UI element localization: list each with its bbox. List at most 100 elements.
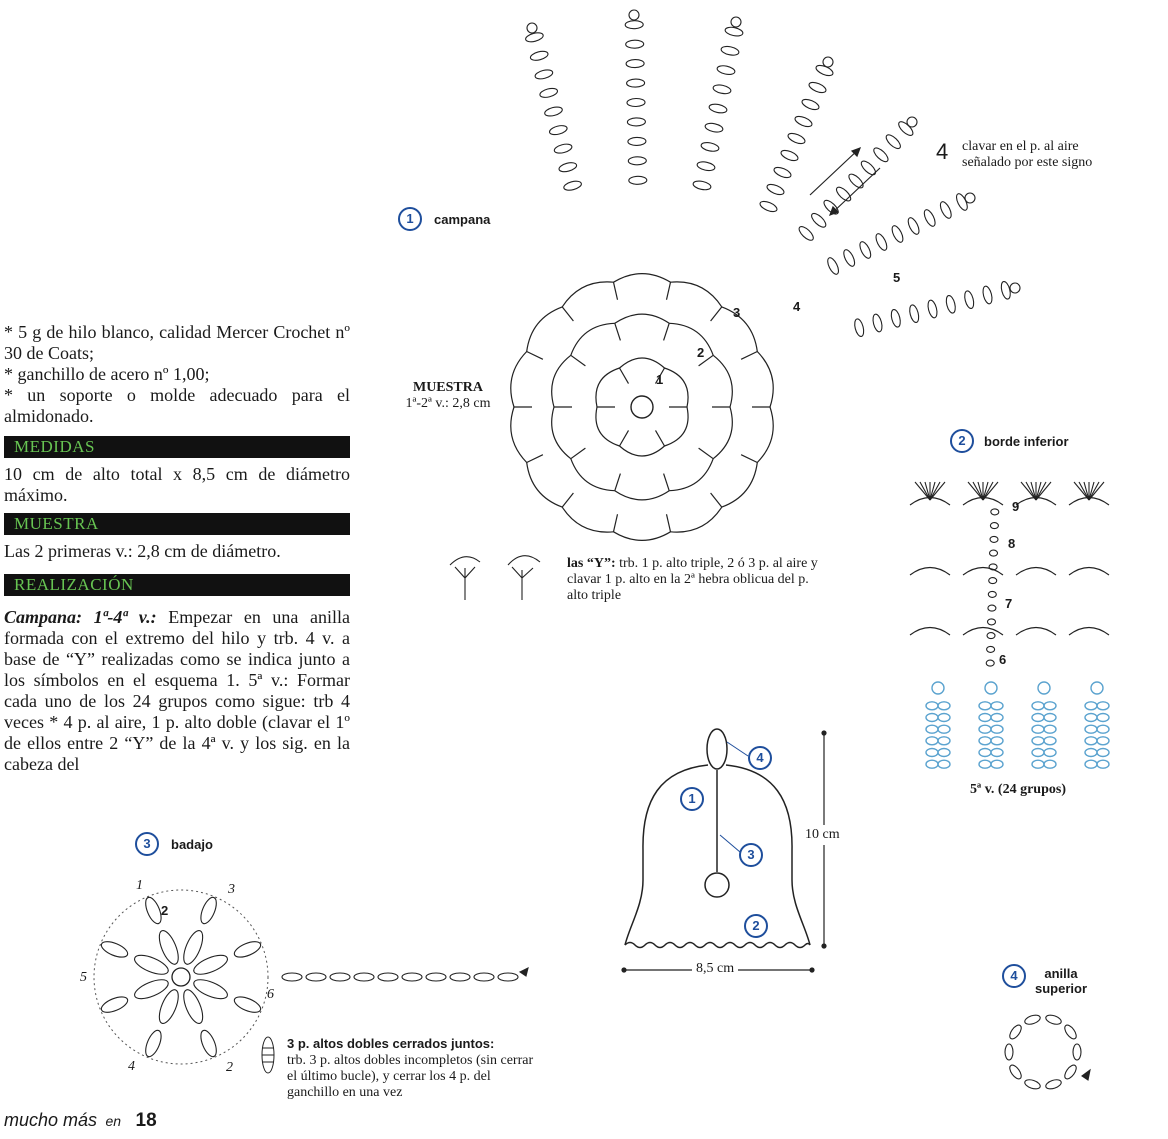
borde-blue-stitch xyxy=(990,712,1004,723)
campana-y-stitch xyxy=(663,473,670,491)
campana-finger-stitch xyxy=(801,98,820,111)
campana-finger-stitch xyxy=(848,173,864,189)
borde-connector-stitch xyxy=(986,632,996,640)
borde-blue-stitch xyxy=(937,724,951,734)
borde-arch xyxy=(962,566,1004,576)
campana-loop xyxy=(664,367,689,408)
direction-arrows xyxy=(809,146,881,217)
badajo-outer-petal xyxy=(145,1029,162,1058)
campana-finger-stitch xyxy=(696,161,716,172)
campana-finger-stitch xyxy=(843,249,856,267)
campana-y-stitch xyxy=(663,323,670,341)
borde-round-8: 8 xyxy=(1008,536,1016,551)
campana-loop xyxy=(526,306,563,352)
borde-blue-stitch xyxy=(990,736,1004,746)
borde-blue-stitch xyxy=(990,724,1004,734)
campana-finger-stitch xyxy=(628,175,648,185)
borde-connector-stitch xyxy=(986,618,997,626)
badajo-tail-stitch xyxy=(353,972,375,982)
badajo-petal xyxy=(134,979,169,1000)
campana-finger-stitch xyxy=(759,200,778,213)
materials-list: * 5 g de hilo blanco, calidad Mercer Cro… xyxy=(4,322,350,427)
badajo-note-title: 3 p. altos dobles cerrados juntos: xyxy=(287,1036,495,1051)
campana-finger-stitch xyxy=(625,59,645,69)
borde-blue-stitch xyxy=(937,747,951,758)
borde-connector-stitch xyxy=(988,577,998,585)
campana-finger-stitch xyxy=(700,142,720,152)
anilla-stitch xyxy=(1024,1079,1041,1090)
badajo-petal xyxy=(183,930,204,965)
campana-loop xyxy=(570,322,615,356)
borde-blue-stitch xyxy=(937,701,951,711)
anilla-stitch xyxy=(1045,1079,1062,1090)
borde-round-9: 9 xyxy=(1012,499,1020,514)
badajo-outer-petal xyxy=(200,1029,217,1058)
campana-y-stitch xyxy=(561,306,574,322)
diagram-1-muestra-text: 1ª-2ª v.: 2,8 cm xyxy=(405,396,491,411)
badajo-tail-stitch xyxy=(401,972,423,982)
campana-finger-stitch xyxy=(624,20,644,30)
borde-blue-stitch xyxy=(937,712,951,723)
campana-round-3: 3 xyxy=(733,305,741,320)
campana-loop xyxy=(670,506,723,533)
badajo-diagram xyxy=(100,896,529,1058)
campana-loop xyxy=(613,273,671,283)
borde-blue-group xyxy=(1031,681,1057,769)
campana-loop xyxy=(756,351,774,408)
borde-blue-stitch xyxy=(1043,736,1057,746)
borde-connector-stitch xyxy=(987,590,997,598)
borde-blue-stitch xyxy=(1096,724,1110,734)
campana-finger-stitch xyxy=(529,50,549,61)
borde-blue-stitch xyxy=(1096,759,1110,769)
borde-blue-stitch xyxy=(1096,736,1110,746)
campana-finger-picot xyxy=(964,192,976,204)
campana-note-text: clavar en el p. al aire señalado por est… xyxy=(962,139,1093,170)
campana-y-stitch xyxy=(740,350,758,360)
borde-fan-stitch xyxy=(914,481,931,501)
bell-label-2: 2 xyxy=(744,914,768,938)
campana-loop xyxy=(614,490,670,501)
anilla-superior-diagram xyxy=(1004,1014,1091,1090)
campana-finger-stitch xyxy=(692,180,712,191)
footer-brand: mucho más xyxy=(4,1110,98,1130)
borde-fan-stitch xyxy=(1073,481,1090,501)
page-number: 18 xyxy=(135,1110,157,1131)
campana-round-2: 2 xyxy=(697,345,705,360)
badajo-point-2: 2 xyxy=(226,1060,233,1075)
campana-y-stitch xyxy=(665,514,672,532)
borde-blue-stitch xyxy=(1096,712,1110,723)
badajo-tail-stitch xyxy=(329,972,351,982)
anilla-stitch xyxy=(1009,1024,1022,1040)
campana-rings xyxy=(510,273,774,541)
campana-finger-stitch xyxy=(539,87,559,98)
borde-connector-stitch xyxy=(985,659,995,667)
borde-blue-stitch xyxy=(937,736,951,746)
campana-finger-stitch xyxy=(525,32,544,43)
material-hook: * ganchillo de acero nº 1,00; xyxy=(4,364,210,384)
borde-blue-stitch xyxy=(1043,724,1057,734)
badajo-outer-petal xyxy=(100,941,129,958)
campana-finger-stitch xyxy=(923,209,936,227)
campana-finger-stitch xyxy=(982,285,993,305)
campana-y-stitch xyxy=(614,473,621,491)
bell-height: 10 cm xyxy=(803,825,842,845)
campana-finger-picot xyxy=(822,56,834,68)
borde-blue-stitch xyxy=(937,759,951,769)
diagram-1-muestra-title: MUESTRA xyxy=(412,380,483,395)
campana-loop xyxy=(669,322,714,356)
borde-arch xyxy=(1068,566,1110,576)
badajo-center-ring xyxy=(171,967,191,987)
campana-loop xyxy=(561,506,614,533)
campana-finger-stitch xyxy=(534,69,554,80)
badajo-tail-stitch xyxy=(449,972,471,982)
campana-finger-stitch xyxy=(890,308,901,328)
badajo-note: 3 p. altos dobles cerrados juntos: trb. … xyxy=(287,1036,537,1101)
campana-loop xyxy=(669,458,714,492)
campana-loop xyxy=(712,354,733,408)
campana-note-symbol: 4 xyxy=(936,139,949,164)
badajo-outer-petal xyxy=(200,896,217,925)
campana-finger-stitch xyxy=(854,318,865,338)
muestra-heading: MUESTRA xyxy=(4,513,350,535)
anilla-stitch xyxy=(1064,1064,1077,1080)
